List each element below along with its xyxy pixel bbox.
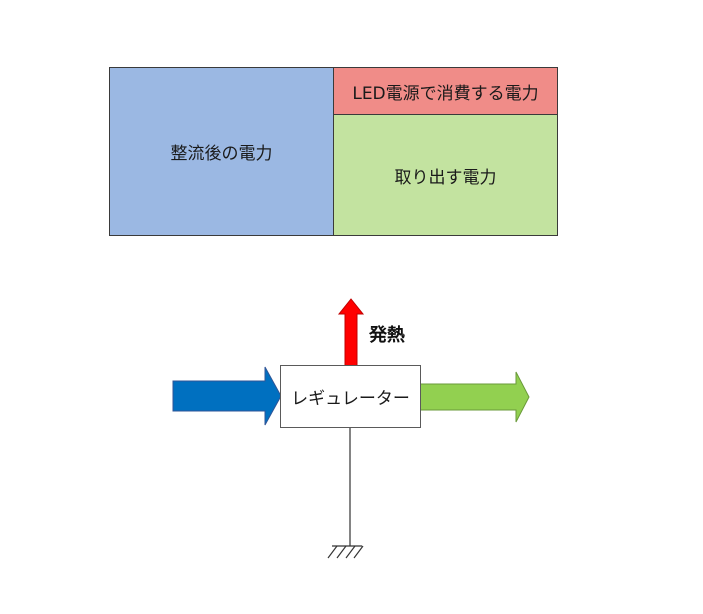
heat-label: 発熱 <box>369 325 405 346</box>
led-consumption-label: LED電源で消費する電力 <box>352 83 539 104</box>
output-power-block: 取り出す電力 <box>333 114 558 236</box>
rectified-power-label: 整流後の電力 <box>170 144 273 164</box>
rectified-power-block: 整流後の電力 <box>109 67 334 236</box>
heat-arrow <box>337 298 365 367</box>
regulator-label: レギュレーター <box>291 389 410 409</box>
ground-symbol <box>327 545 364 559</box>
input-arrow <box>172 366 282 426</box>
led-consumption-block: LED電源で消費する電力 <box>333 67 558 115</box>
output-arrow <box>419 371 530 423</box>
regulator-block: レギュレーター <box>280 365 421 428</box>
output-power-label: 取り出す電力 <box>394 167 497 188</box>
